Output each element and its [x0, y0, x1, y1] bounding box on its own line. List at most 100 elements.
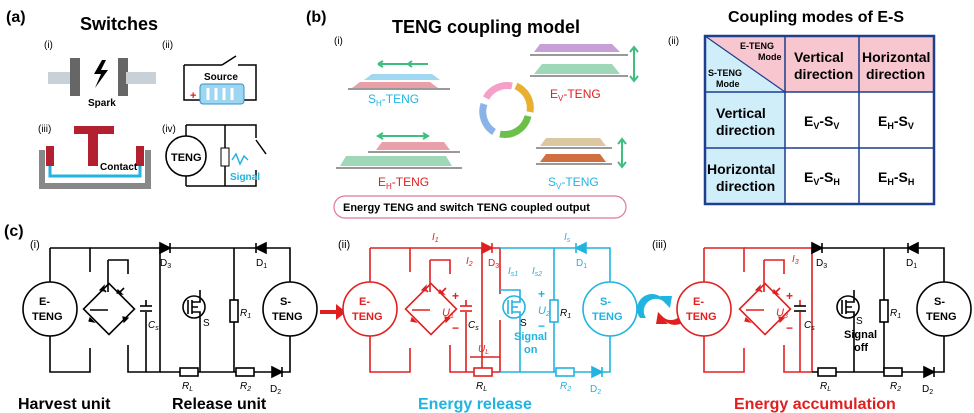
- col2-line1: Horizontal: [862, 49, 930, 65]
- col2-line2: direction: [866, 66, 925, 82]
- c1-s-teng-2: TENG: [272, 311, 303, 323]
- c2-u2-minus-icon: −: [538, 319, 545, 333]
- switches-title: Switches: [80, 14, 158, 34]
- panel-b-i: (b) (i) TENG coupling model SH-TENG EV-T…: [306, 9, 639, 219]
- corner-e-line1: E-TENG: [740, 41, 774, 51]
- row1-line1: Vertical: [716, 105, 766, 121]
- c3-d2: D2: [922, 384, 933, 396]
- c1-d1: D1: [256, 258, 267, 270]
- c3-u3-minus-icon: −: [786, 321, 793, 335]
- eh-teng-label: EH-TENG: [378, 175, 429, 191]
- circuit-i-labels: E- TENG S- TENG D3 D1 D2 Cs R1 R2 RL S H…: [18, 258, 303, 413]
- c2-r2: R2: [560, 381, 571, 393]
- signal-off-line2: off: [854, 342, 868, 354]
- source-label: Source: [204, 72, 238, 83]
- c2-is1: Is1: [508, 266, 518, 278]
- c3-s-teng-1: S-: [934, 296, 945, 308]
- col1-line2: direction: [794, 66, 853, 82]
- c2-d2: D2: [590, 384, 601, 396]
- table-title: Coupling modes of E-S: [728, 9, 904, 26]
- c2-s-teng-1: S-: [600, 296, 611, 308]
- c-sub-ii: (ii): [338, 239, 350, 251]
- c2-i1: I1: [432, 232, 439, 244]
- sub-iii: (iii): [38, 124, 51, 135]
- cell-eh-sv: EH-SV: [878, 113, 914, 131]
- c2-ul: UL: [478, 344, 489, 356]
- spark-label: Spark: [88, 98, 116, 109]
- c2-u2-plus-icon: +: [538, 287, 545, 301]
- signal-on-line2: on: [524, 344, 538, 356]
- sub-i: (i): [44, 40, 53, 51]
- c1-rl: RL: [182, 381, 193, 393]
- source-circuit: [183, 64, 257, 101]
- transition-arrow-icon: [320, 304, 346, 320]
- c2-cs: Cs: [468, 320, 479, 332]
- c2-s: S: [520, 318, 527, 329]
- cell-ev-sh: EV-SH: [804, 169, 840, 187]
- b-sub-i: (i): [334, 36, 343, 47]
- contact-tray: [39, 150, 151, 189]
- spark-electrode-right: [118, 58, 128, 96]
- circuit-ii-labels: E- TENG S- TENG I1 I2 D3 Is Is1 Is2 D1 D…: [352, 232, 623, 413]
- circuit-i: (i): [22, 239, 318, 379]
- ev-teng-label: EV-TENG: [550, 87, 601, 103]
- panel-b-tag: (b): [306, 9, 326, 26]
- c1-e-teng-1: E-: [39, 296, 50, 308]
- coupling-model-title: TENG coupling model: [392, 17, 580, 37]
- col1-line1: Vertical: [794, 49, 844, 65]
- c3-cs: Cs: [804, 320, 815, 332]
- row2-line2: direction: [716, 178, 775, 194]
- cycle-arrows-icon: [479, 82, 534, 138]
- c2-d3: D3: [488, 258, 499, 270]
- c3-r2: R2: [890, 381, 901, 393]
- source-switch: [221, 55, 237, 66]
- panel-c-tag: (c): [4, 223, 24, 240]
- contact-label: Contact: [100, 162, 138, 173]
- c2-u1-plus-icon: +: [452, 289, 459, 303]
- signal-on-line1: Signal: [514, 331, 547, 343]
- c1-e-teng-2: TENG: [32, 311, 63, 323]
- c2-rl: RL: [476, 381, 487, 393]
- c1-s: S: [203, 318, 210, 329]
- c1-r2: R2: [240, 381, 251, 393]
- harvest-unit-label: Harvest unit: [18, 396, 111, 413]
- c1-s-teng-1: S-: [280, 296, 291, 308]
- corner-e-line2: Mode: [758, 52, 782, 62]
- energy-accumulation-label: Energy accumulation: [734, 396, 896, 413]
- coupling-table: Coupling modes of E-S (ii) E-TENG Mode S…: [668, 9, 936, 206]
- c2-u2: U2: [538, 305, 550, 318]
- signal-label: Signal: [230, 172, 260, 183]
- c3-d1: D1: [906, 258, 917, 270]
- c3-d3: D3: [816, 258, 827, 270]
- circuit-iii: (iii): [652, 239, 972, 379]
- c3-i3: I3: [792, 254, 799, 266]
- c3-s: S: [856, 316, 863, 327]
- battery-plus-icon: +: [190, 90, 196, 102]
- c-sub-i: (i): [30, 239, 40, 251]
- c1-d3: D3: [160, 258, 171, 270]
- c2-i2: I2: [466, 256, 473, 268]
- spark-electrode-left: [70, 58, 80, 96]
- sub-ii: (ii): [162, 40, 173, 51]
- teng-label: TENG: [171, 152, 202, 164]
- panel-a-tag: (a): [6, 9, 26, 26]
- c-sub-iii: (iii): [652, 239, 667, 251]
- c2-u1: U1: [442, 307, 454, 320]
- energy-release-label: Energy release: [418, 396, 532, 413]
- coupled-output-caption: Energy TENG and switch TENG coupled outp…: [343, 202, 590, 214]
- c3-r1: R1: [890, 308, 901, 320]
- row2-line1: Horizontal: [707, 161, 775, 177]
- circuit-iii-labels: E- TENG S- TENG I3 D3 D1 D2 U3 + − Cs R1…: [686, 254, 957, 413]
- c2-e-teng-2: TENG: [352, 311, 383, 323]
- c2-r1: R1: [560, 308, 571, 320]
- circuit-ii: (ii): [338, 239, 638, 379]
- spark-rod-right: [126, 72, 156, 84]
- panel-a: (a) Switches (i) (ii) (iii) (iv) Spark S…: [6, 9, 267, 189]
- corner-s-line2: Mode: [716, 79, 740, 89]
- c3-e-teng-2: TENG: [686, 311, 717, 323]
- teng-switch: [255, 139, 267, 155]
- spark-bolt-icon: [94, 60, 108, 88]
- c2-is: Is: [564, 232, 571, 244]
- c2-u1-minus-icon: −: [452, 321, 459, 335]
- corner-s-line1: S-TENG: [708, 68, 742, 78]
